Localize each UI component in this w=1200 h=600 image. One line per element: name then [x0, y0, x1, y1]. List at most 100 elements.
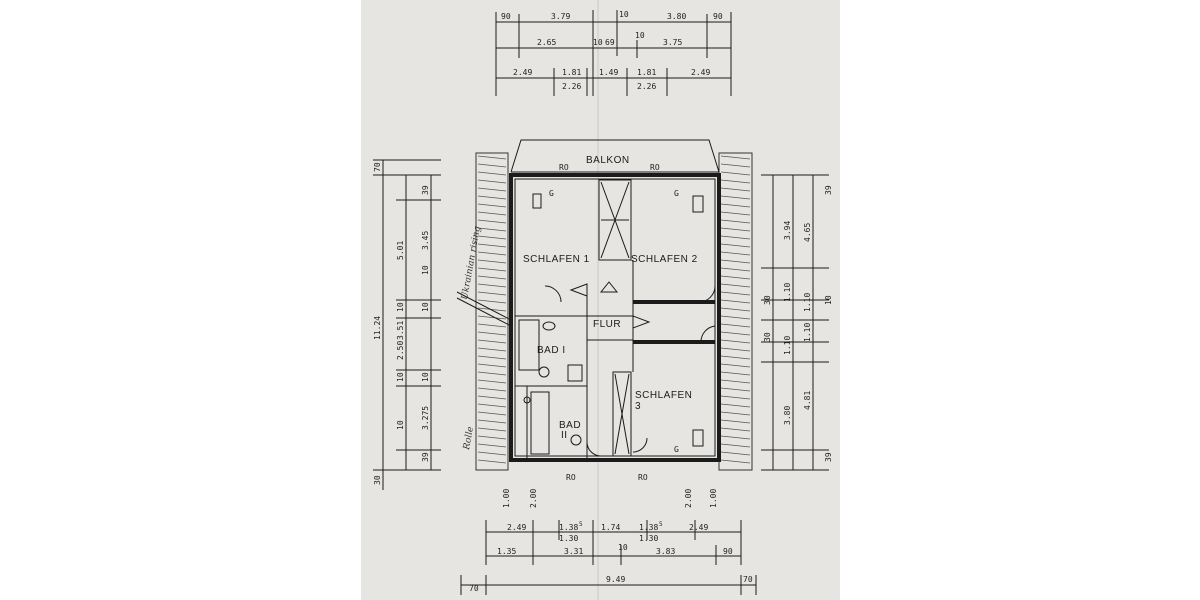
fixtures	[518, 193, 704, 455]
dim-top-16: 2.26	[562, 82, 581, 91]
right-dim-text-5: 30	[763, 332, 772, 342]
room-label-bad1: BAD I	[537, 345, 566, 356]
fixture-bad2	[523, 396, 531, 404]
hatch-line	[477, 179, 507, 184]
hatch-line	[477, 435, 507, 440]
left-dim-text-13: 10	[421, 372, 430, 382]
roof-slope-hatching	[475, 152, 753, 471]
hatch-line	[720, 355, 751, 360]
hatch-line	[477, 315, 507, 320]
dim-top-15: 2.49	[691, 68, 710, 77]
hatch-line	[477, 331, 507, 336]
hatch-line	[720, 403, 751, 408]
hatch-line	[720, 235, 751, 240]
dim-bottom-7: 1.30	[639, 534, 658, 543]
left-dim-text-5: 3.51	[396, 321, 405, 340]
left-dim-text-8: 10	[396, 420, 405, 430]
hatch-line	[477, 259, 507, 264]
dim-top-14: 1.81	[637, 68, 656, 77]
hatch-line	[477, 251, 507, 256]
room-label-balkon: BALKON	[586, 155, 630, 166]
room-label-schlafen3: SCHLAFEN	[635, 390, 692, 401]
dim-top-7: 10	[593, 38, 603, 47]
dim-bottom-14: 9.49	[606, 575, 625, 584]
g-mark-3: G	[674, 445, 679, 454]
hatch-line	[477, 419, 507, 424]
radiator-schlafen2	[692, 195, 704, 213]
hatch-line	[477, 267, 507, 272]
hatch-line	[477, 171, 507, 176]
dim-bottom-4-sup: 5	[659, 521, 663, 528]
hatch-line	[477, 227, 507, 232]
hatch-line	[720, 179, 751, 184]
hatch-line	[720, 171, 751, 176]
dim-top-17: 2.26	[637, 82, 656, 91]
left-dim-text-3: 5.01	[396, 241, 405, 260]
left-dim-text-2: 30	[373, 475, 382, 485]
hatch-line	[720, 339, 751, 344]
hatch-line	[477, 283, 507, 288]
hatch-line	[477, 387, 507, 392]
hatch-line	[720, 443, 751, 448]
dim-top-8: 69	[605, 38, 615, 47]
right-dim-text-6: 4.65	[803, 223, 812, 242]
dim-bottom-2-sup: 5	[579, 521, 583, 528]
hatch-line	[720, 291, 751, 296]
dim-top-9: 10	[635, 31, 645, 40]
window-mark-top-left: RO	[559, 163, 569, 172]
sink-bad1	[542, 321, 556, 331]
hatch-line	[477, 339, 507, 344]
right-dim-text-9: 4.81	[803, 391, 812, 410]
hatch-line	[477, 155, 507, 160]
dim-bottom-2: 1.38	[559, 523, 578, 532]
dim-top-6: 2.65	[537, 38, 556, 47]
hatch-line	[720, 323, 751, 328]
room-label-schlafen2: SCHLAFEN 2	[631, 254, 698, 265]
hatch-line	[720, 395, 751, 400]
dim-bottom-11: 3.83	[656, 547, 675, 556]
toilet-bad2	[570, 434, 582, 446]
hatch-line	[720, 155, 751, 160]
left-dim-text-1: 11.24	[373, 316, 382, 340]
hatch-line	[477, 403, 507, 408]
hatch-line	[477, 163, 507, 168]
dim-top-1: 90	[501, 12, 511, 21]
hatch-line	[477, 395, 507, 400]
hatch-line	[720, 459, 751, 464]
hatch-line	[720, 331, 751, 336]
bottom-vert-dims-1: 2.00	[529, 489, 538, 508]
hatch-line	[477, 427, 507, 432]
hatch-line	[720, 379, 751, 384]
left-dim-text-11: 10	[421, 265, 430, 275]
hatch-line	[720, 243, 751, 248]
hatch-line	[720, 315, 751, 320]
hatch-line	[720, 219, 751, 224]
dim-top-13: 1.49	[599, 68, 618, 77]
left-dim-text-0: 70	[373, 162, 382, 172]
room-label-flur: FLUR	[593, 319, 621, 330]
window-mark-bottom-right: RO	[638, 473, 648, 482]
floor-plan-sheet: 90 3.79 10 3.80 90 2.65 10 69 10 3.75 2.…	[361, 0, 840, 600]
dim-top-2: 3.79	[551, 12, 570, 21]
hatch-line	[477, 355, 507, 360]
door-swings	[544, 281, 716, 457]
hatch-line	[477, 379, 507, 384]
shower-bad1	[567, 364, 583, 382]
floor-plan-drawing: 90 3.79 10 3.80 90 2.65 10 69 10 3.75 2.…	[373, 0, 833, 600]
right-dim-text-3: 3.80	[783, 406, 792, 425]
right-dim-text-4: 30	[763, 295, 772, 305]
hatch-line	[477, 443, 507, 448]
right-dim-text-7: 1.10	[803, 293, 812, 312]
hatch-line	[477, 243, 507, 248]
left-dimensions: 7011.24305.01103.51102.5010393.451010103…	[373, 159, 441, 490]
hatch-line	[720, 275, 751, 280]
right-dim-text-2: 1.10	[783, 336, 792, 355]
dim-bottom-10: 10	[618, 543, 628, 552]
hatch-line	[720, 211, 751, 216]
hatch-line	[720, 387, 751, 392]
left-dim-text-7: 2.50	[396, 341, 405, 360]
hatch-line	[720, 251, 751, 256]
hatch-line	[720, 187, 751, 192]
dim-top-4: 3.80	[667, 12, 686, 21]
